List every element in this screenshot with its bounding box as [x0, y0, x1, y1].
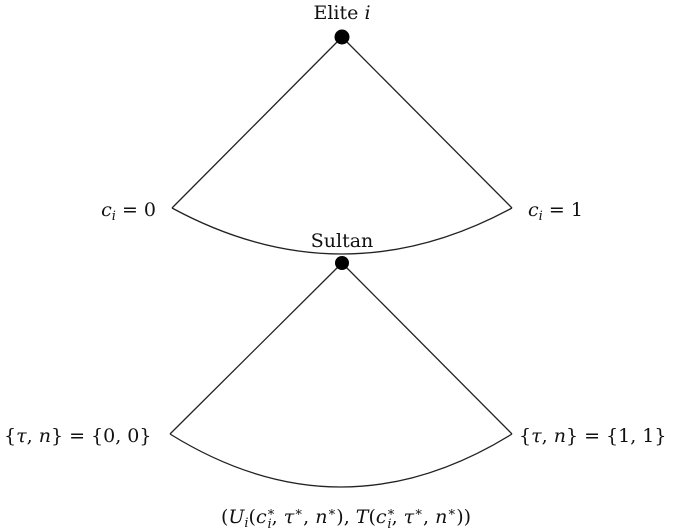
- sultan-left-branch: [169, 262, 343, 435]
- elite-information-arc: [171, 207, 513, 255]
- elite-left-branch: [171, 36, 343, 209]
- sultan-right-branch-label: {τ, n} = {1, 1}: [519, 425, 666, 447]
- sultan-right-branch: [341, 262, 513, 435]
- payoff-label: (Ui(c∗i, τ∗, n∗), T(c∗i, τ∗, n∗)): [221, 505, 471, 532]
- sultan-node-label: Sultan: [311, 230, 374, 252]
- elite-subtree: [171, 29, 513, 255]
- elite-right-branch: [341, 36, 513, 209]
- sultan-information-arc: [169, 433, 513, 488]
- sultan-left-branch-label: {τ, n} = {0, 0}: [4, 425, 151, 447]
- elite-node: [334, 29, 350, 45]
- sultan-node: [335, 256, 349, 270]
- elite-left-branch-label: ci = 0: [101, 199, 156, 224]
- elite-node-label: Elite i: [313, 2, 370, 24]
- elite-right-branch-label: ci = 1: [528, 199, 583, 224]
- sultan-subtree: [169, 256, 513, 488]
